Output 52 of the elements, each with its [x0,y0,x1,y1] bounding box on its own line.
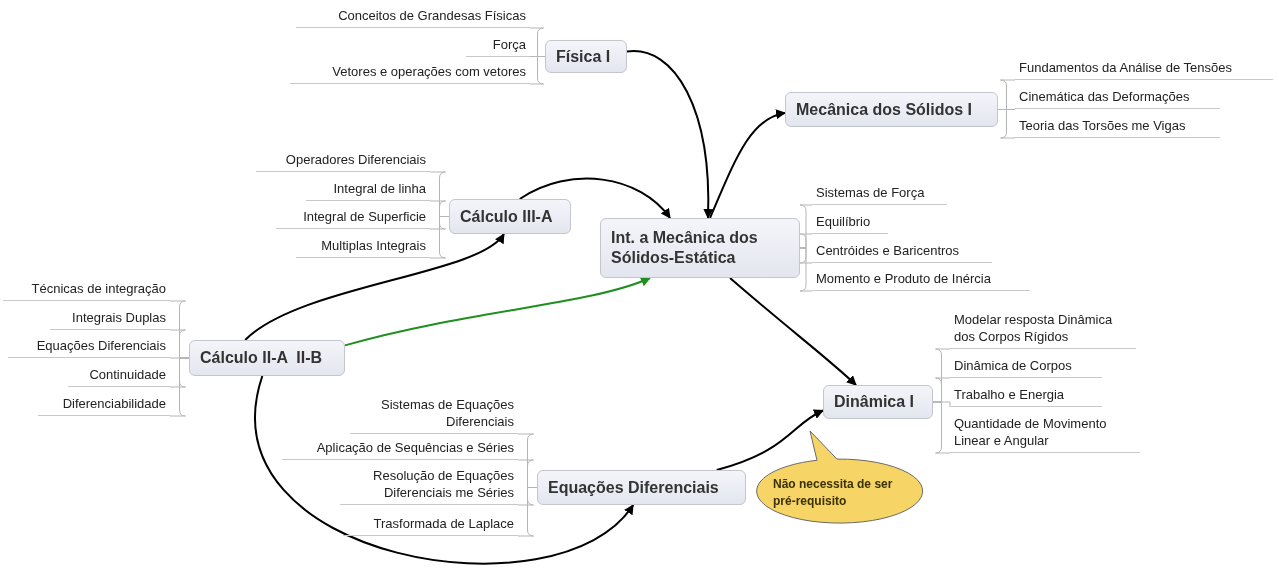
subtopic-label: Equações Diferenciais [8,336,170,358]
connector-line [997,109,1016,139]
connector-line [799,247,813,292]
topic-node: Int. a Mecânica dos Sólidos-Estática [600,218,800,278]
subtopic-label: Conceitos de Grandesas Físicas [296,6,530,28]
connector-line [932,401,951,454]
subtopic-label: Trabalho e Energia [950,385,1102,407]
subtopic-label: Trasformada de Laplace [343,514,518,536]
subtopic-label: Cinemática das Deformações [1015,87,1220,109]
subtopic-label: Teoria das Torsões me Vigas [1015,116,1220,138]
subtopic-label: Multiplas Integrais [296,236,430,258]
arrow [344,276,651,347]
connector-line [517,487,538,537]
arrow [709,110,786,219]
topic-node: Dinâmica I [823,385,933,419]
subtopic-label: Fundamentos da Análise de Tensões [1015,58,1273,80]
subtopic-label: Sistemas de Equações Diferenciais [350,395,518,434]
connector-line [429,216,450,259]
subtopic-label: Centróides e Baricentros [812,241,992,263]
subtopic-label: Integral de linha [306,179,430,201]
connector-line [169,357,190,417]
connector-line [529,56,546,85]
subtopic-label: Integrais Duplas [50,308,170,330]
subtopic-label: Força [466,35,530,57]
arrow [626,50,714,219]
subtopic-label: Equilíbrio [812,212,888,234]
topic-node: Cálculo III-A [449,199,571,234]
subtopic-label: Operadores Diferenciais [256,150,430,172]
topic-node: Cálculo II-A II-B [189,340,345,376]
connector-line [529,27,546,57]
subtopic-label: Técnicas de integração [3,279,170,301]
subtopic-label: Dinâmica de Corpos [950,356,1102,378]
connector-line [799,233,813,249]
subtopic-label: Resolução de Equações Diferenciais me Séries [340,466,518,505]
arrow [254,375,635,565]
topic-node: Mecânica dos Sólidos I [785,92,998,127]
arrow [244,233,505,341]
topic-node: Física I [545,40,627,73]
arrow [518,177,671,219]
subtopic-label: Sistemas de Força [812,183,947,205]
arrow [715,409,824,471]
subtopic-label: Quantidade de Movimento Linear e Angular [950,414,1140,453]
callout-text: Não necessita de ser pré-requisito [773,476,894,510]
subtopic-label: Vetores e operações com vetores [290,62,530,84]
subtopic-label: Modelar resposta Dinâmica dos Corpos Rígidos [950,310,1136,349]
arrow [729,277,857,386]
topic-node: Equações Diferenciais [537,470,746,505]
subtopic-label: Continuidade [68,365,170,387]
subtopic-label: Integral de Superficie [276,207,430,229]
subtopic-label: Diferenciabilidade [38,394,170,416]
subtopic-label: Aplicação de Sequências e Séries [282,438,518,460]
subtopic-label: Momento e Produto de Inércia [812,269,1030,291]
